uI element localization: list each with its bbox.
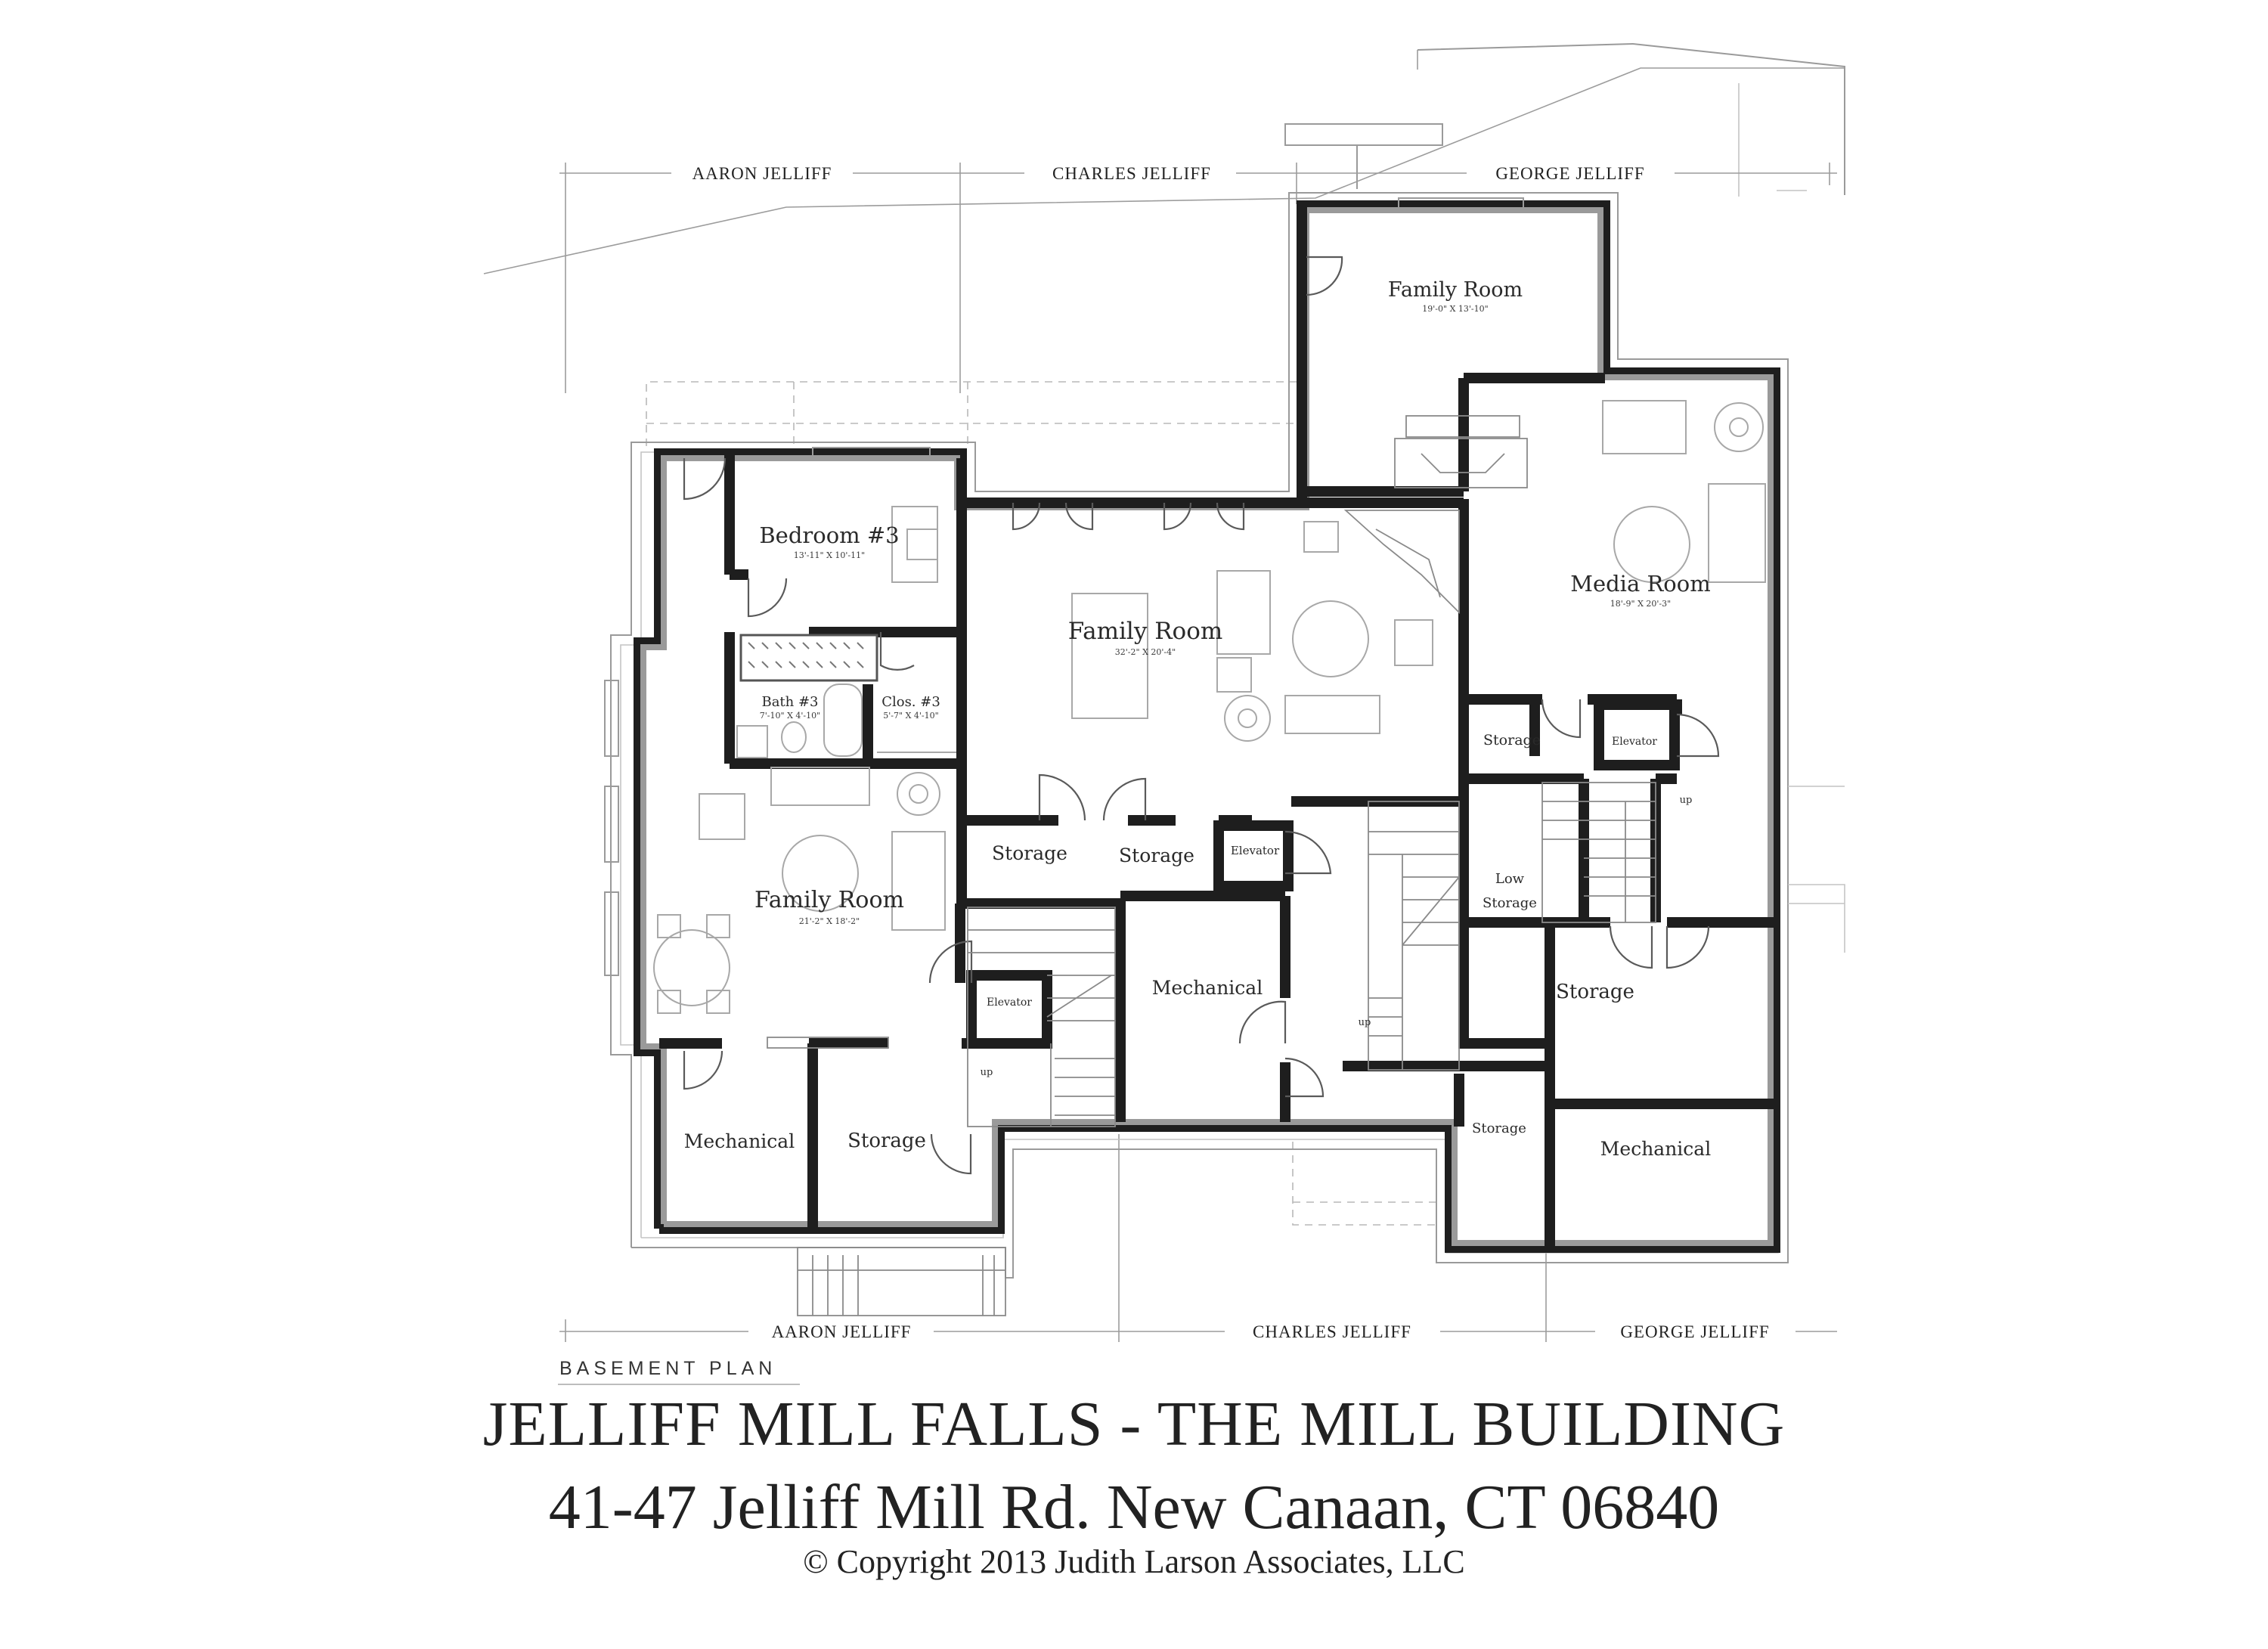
room-dims-family-room-center: 32'-2" X 20'-4" xyxy=(1115,647,1176,657)
room-label-bath-3: Bath #3 xyxy=(761,694,818,710)
copyright-notice: © Copyright 2013 Judith Larson Associate… xyxy=(803,1543,1465,1580)
room-label-family-room-west: Family Room xyxy=(754,887,904,913)
plan-label: BASEMENT PLAN xyxy=(559,1358,777,1379)
stair-up-label-center: up xyxy=(1359,1017,1371,1028)
owner-label-bottom-aaron: AARON JELLIFF xyxy=(772,1322,912,1341)
room-label-mechanical-east: Mechanical xyxy=(1600,1138,1711,1160)
site-lines xyxy=(483,42,1845,274)
room-label-low-storage-2: Storage xyxy=(1483,895,1537,911)
project-address: 41-47 Jelliff Mill Rd. New Canaan, CT 06… xyxy=(548,1472,1720,1542)
room-label-low-storage-1: Low xyxy=(1495,871,1525,887)
room-label-mechanical-center: Mechanical xyxy=(1152,977,1263,999)
room-label-storage-south: Storage xyxy=(1472,1121,1526,1136)
room-label-family-room-center: Family Room xyxy=(1068,618,1223,645)
exterior-steps xyxy=(797,1247,1006,1316)
walls xyxy=(634,200,1780,1253)
ownership-dimensions-top: AARON JELLIFF CHARLES JELLIFF GEORGE JEL… xyxy=(559,162,1837,393)
doors xyxy=(683,256,1720,1175)
room-label-mechanical-west: Mechanical xyxy=(684,1130,795,1152)
owner-label-top-aaron: AARON JELLIFF xyxy=(692,164,832,183)
room-label-clos-3: Clos. #3 xyxy=(881,694,940,710)
owner-label-top-george: GEORGE JELLIFF xyxy=(1495,164,1644,183)
owner-label-top-charles: CHARLES JELLIFF xyxy=(1052,164,1211,183)
ownership-dimensions-bottom: AARON JELLIFF CHARLES JELLIFF GEORGE JEL… xyxy=(559,1134,1837,1343)
room-dims-bedroom-3: 13'-11" X 10'-11" xyxy=(794,550,865,560)
room-label-family-room-ne: Family Room xyxy=(1388,278,1523,302)
furniture xyxy=(653,400,1766,1014)
windows xyxy=(604,197,1524,976)
room-dims-family-room-ne: 19'-0" X 13'-10" xyxy=(1422,304,1488,314)
room-label-bedroom-3: Bedroom #3 xyxy=(759,522,899,548)
room-dims-clos-3: 5'-7" X 4'-10" xyxy=(883,711,938,721)
room-label-elevator-west: Elevator xyxy=(987,997,1032,1009)
owner-label-bottom-george: GEORGE JELLIFF xyxy=(1620,1322,1769,1341)
stairs: up up up xyxy=(967,782,1693,1127)
room-label-storage-center-2: Storage xyxy=(1119,845,1194,866)
stair-west xyxy=(967,907,1116,1127)
east-site-lines xyxy=(1788,786,1845,953)
stair-up-label-west: up xyxy=(981,1067,993,1078)
room-label-elevator-east: Elevator xyxy=(1612,736,1657,748)
elevator-shafts xyxy=(966,699,1680,1049)
room-label-storage-east-1: Storage xyxy=(1483,732,1541,749)
room-dims-media-room: 18'-9" X 20'-3" xyxy=(1610,599,1671,609)
stair-center xyxy=(1368,801,1460,1071)
project-title: JELLIFF MILL FALLS - THE MILL BUILDING xyxy=(482,1389,1786,1459)
stair-east xyxy=(1541,782,1656,923)
room-labels: Family Room 19'-0" X 13'-10" Bedroom #3 … xyxy=(684,278,1711,1160)
room-dims-bath-3: 7'-10" X 4'-10" xyxy=(760,711,820,721)
room-label-storage-west: Storage xyxy=(847,1130,926,1152)
room-label-media-room: Media Room xyxy=(1570,571,1710,597)
room-label-storage-east-2: Storage xyxy=(1556,981,1634,1003)
stair-up-label-east: up xyxy=(1680,795,1693,806)
room-dims-family-room-west: 21'-2" X 18'-2" xyxy=(799,916,860,926)
owner-label-bottom-charles: CHARLES JELLIFF xyxy=(1253,1322,1411,1341)
fireplaces xyxy=(739,415,1528,1049)
plan-label-underline xyxy=(558,1384,800,1385)
room-label-elevator-center: Elevator xyxy=(1231,844,1280,857)
room-label-storage-center-1: Storage xyxy=(992,842,1067,864)
